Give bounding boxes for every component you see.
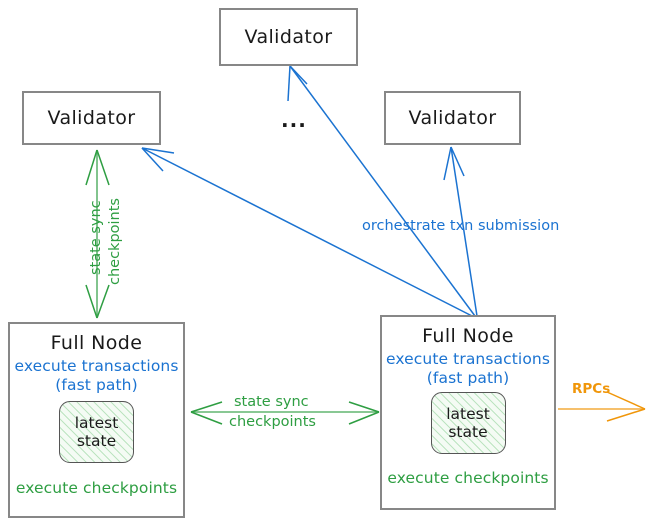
validator-box-right[interactable]: Validator bbox=[384, 91, 521, 145]
blue-arrow-to-right-validator bbox=[443, 146, 478, 317]
fullnode-right-title: Full Node bbox=[422, 325, 514, 347]
state-sync-horizontal-label-line-2: checkpoints bbox=[229, 414, 316, 430]
fullnode-left-state-line-1: latest bbox=[74, 413, 119, 432]
fullnode-right-state-line-1: latest bbox=[446, 404, 490, 423]
validator-top-label: Validator bbox=[244, 26, 333, 48]
blue-arrow-to-top-validator bbox=[287, 65, 476, 317]
fullnode-right-latest-state-box[interactable]: latest state bbox=[430, 392, 506, 455]
green-vertical-state-sync-arrow bbox=[85, 149, 110, 319]
rpcs-label: RPCs bbox=[572, 381, 611, 397]
validator-box-left[interactable]: Validator bbox=[22, 91, 161, 145]
fullnode-left-latest-state-box[interactable]: latest state bbox=[59, 401, 134, 464]
fullnode-left-blue-line-2: (fast path) bbox=[55, 375, 138, 394]
fullnode-right-green-text: execute checkpoints bbox=[387, 469, 549, 488]
fullnode-left-green-text: execute checkpoints bbox=[15, 479, 178, 498]
fullnode-right-blue-line-1: execute transactions bbox=[385, 350, 551, 368]
orchestrate-txn-submission-label: orchestrate txn submission bbox=[362, 218, 560, 234]
fullnode-right-state-line-2: state bbox=[448, 423, 488, 442]
blue-arrow-to-left-validator bbox=[141, 147, 475, 318]
fullnode-left-state-line-2: state bbox=[76, 432, 117, 451]
state-sync-vertical-label-line-1: state sync bbox=[88, 200, 104, 275]
fullnode-left-blue-line-1: execute transactions bbox=[14, 357, 179, 375]
orange-rpcs-arrow bbox=[558, 391, 646, 422]
validator-right-label: Validator bbox=[408, 107, 497, 129]
fullnode-left-title: Full Node bbox=[50, 332, 143, 354]
state-sync-vertical-label-line-2: checkpoints bbox=[107, 198, 123, 285]
fullnode-box-left[interactable]: Full Node execute transactions (fast pat… bbox=[8, 322, 185, 518]
fullnode-right-blue-line-2: (fast path) bbox=[426, 368, 510, 387]
state-sync-horizontal-label-line-1: state sync bbox=[234, 394, 309, 410]
fullnode-left-blue-text: execute transactions (fast path) bbox=[14, 357, 178, 394]
fullnode-right-blue-text: execute transactions (fast path) bbox=[386, 350, 550, 387]
green-horizontal-state-sync-arrow bbox=[190, 401, 380, 425]
validator-left-label: Validator bbox=[47, 107, 136, 129]
fullnode-box-right[interactable]: Full Node execute transactions (fast pat… bbox=[380, 315, 556, 510]
validators-ellipsis: ... bbox=[281, 108, 307, 132]
validator-box-top[interactable]: Validator bbox=[219, 8, 358, 66]
